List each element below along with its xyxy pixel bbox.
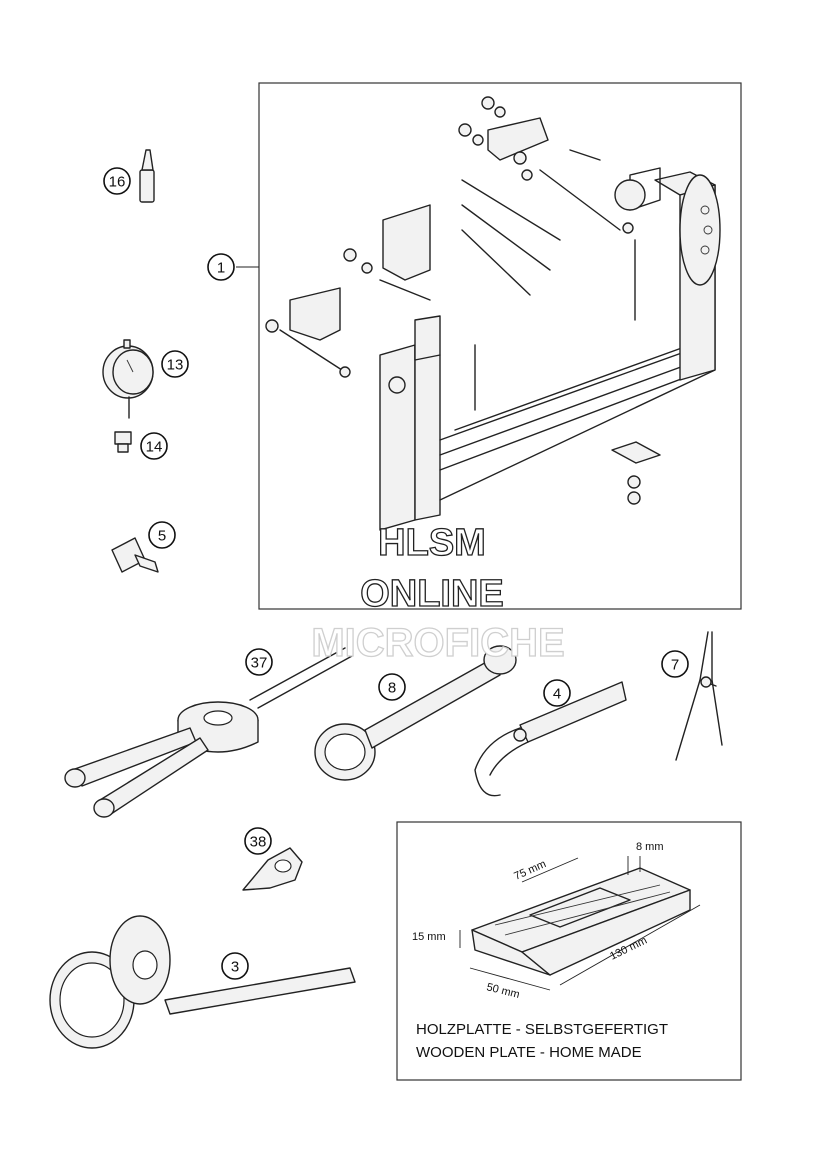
- callout-3: 3: [221, 952, 249, 980]
- dimension-8mm: 8 mm: [636, 841, 664, 853]
- watermark-line-2: ONLINE: [360, 573, 504, 615]
- callout-8: 8: [378, 673, 406, 701]
- item-3-holding-wrench: [49, 915, 356, 1049]
- callout-1-label: 1: [217, 260, 225, 277]
- callout-37: 37: [245, 648, 273, 676]
- callout-14-label: 14: [146, 439, 163, 456]
- caption-german: HOLZPLATTE - SELBSTGEFERTIGT: [416, 1021, 668, 1038]
- callout-7: 7: [661, 650, 689, 678]
- item-16-drawing: [139, 149, 155, 203]
- callout-7-label: 7: [671, 657, 679, 674]
- item-5-tool: [111, 537, 159, 573]
- callout-16: 16: [103, 167, 131, 195]
- wooden-plate-drawing: [471, 867, 691, 976]
- item-8-wrench: [314, 645, 517, 781]
- watermark-line-1: HLSM: [378, 522, 486, 564]
- callout-5-label: 5: [158, 528, 166, 545]
- dimension-50mm: 50 mm: [485, 981, 521, 1001]
- item-4-hook-spanner: [474, 681, 627, 797]
- engine-stand-drawing: [265, 96, 721, 531]
- callout-38: 38: [244, 827, 272, 855]
- wooden-plate-dimensions: [459, 856, 701, 991]
- callout-3-label: 3: [231, 959, 239, 976]
- item-14-adapter: [114, 431, 132, 453]
- callout-5: 5: [148, 521, 176, 549]
- dimension-75mm: 75 mm: [512, 858, 548, 883]
- watermark-line-3: MICROFICHE: [311, 621, 564, 665]
- callout-37-label: 37: [251, 655, 268, 672]
- callout-13: 13: [161, 350, 189, 378]
- callout-13-label: 13: [167, 357, 184, 374]
- callout-8-label: 8: [388, 680, 396, 697]
- item-7-pliers: [675, 631, 723, 761]
- item-13-dial-gauge: [102, 339, 154, 419]
- callout-4: 4: [543, 679, 571, 707]
- callout-4-label: 4: [553, 686, 561, 703]
- item-37-puller: [64, 647, 353, 818]
- item-38-plate: [242, 847, 303, 891]
- callout-14: 14: [140, 432, 168, 460]
- callout-1: 1: [207, 253, 235, 281]
- caption-english: WOODEN PLATE - HOME MADE: [416, 1044, 642, 1061]
- engine-stand-frame-box: [258, 82, 742, 610]
- callout-38-label: 38: [250, 834, 267, 851]
- callout-16-label: 16: [109, 174, 126, 191]
- wooden-plate-panel: [396, 821, 742, 1081]
- dimension-15mm: 15 mm: [412, 931, 446, 943]
